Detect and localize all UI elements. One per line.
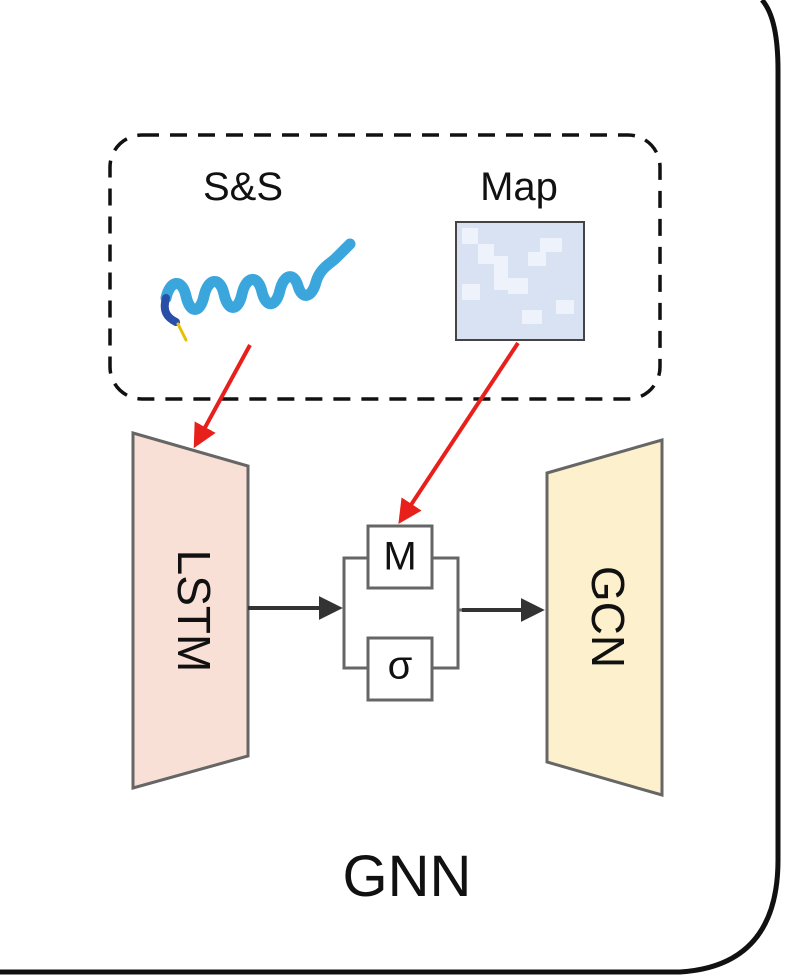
map-to-m-arrow [398,341,520,525]
m-label: M [383,535,416,579]
gcn-block [545,438,664,797]
lstm-block [131,431,250,790]
sigma-label: σ [388,644,413,688]
map-label: Map [480,165,558,209]
m-block [366,524,434,590]
protein-helix-icon [160,238,356,342]
gnn-label: GNN [343,844,472,909]
sequence-label: S&S [203,165,283,209]
sequence-to-lstm-arrow [193,344,252,449]
sigma-block [366,636,434,702]
gcn-label: GCN [582,566,634,668]
contact-map-icon [455,221,585,341]
lstm-label: LSTM [168,550,220,673]
